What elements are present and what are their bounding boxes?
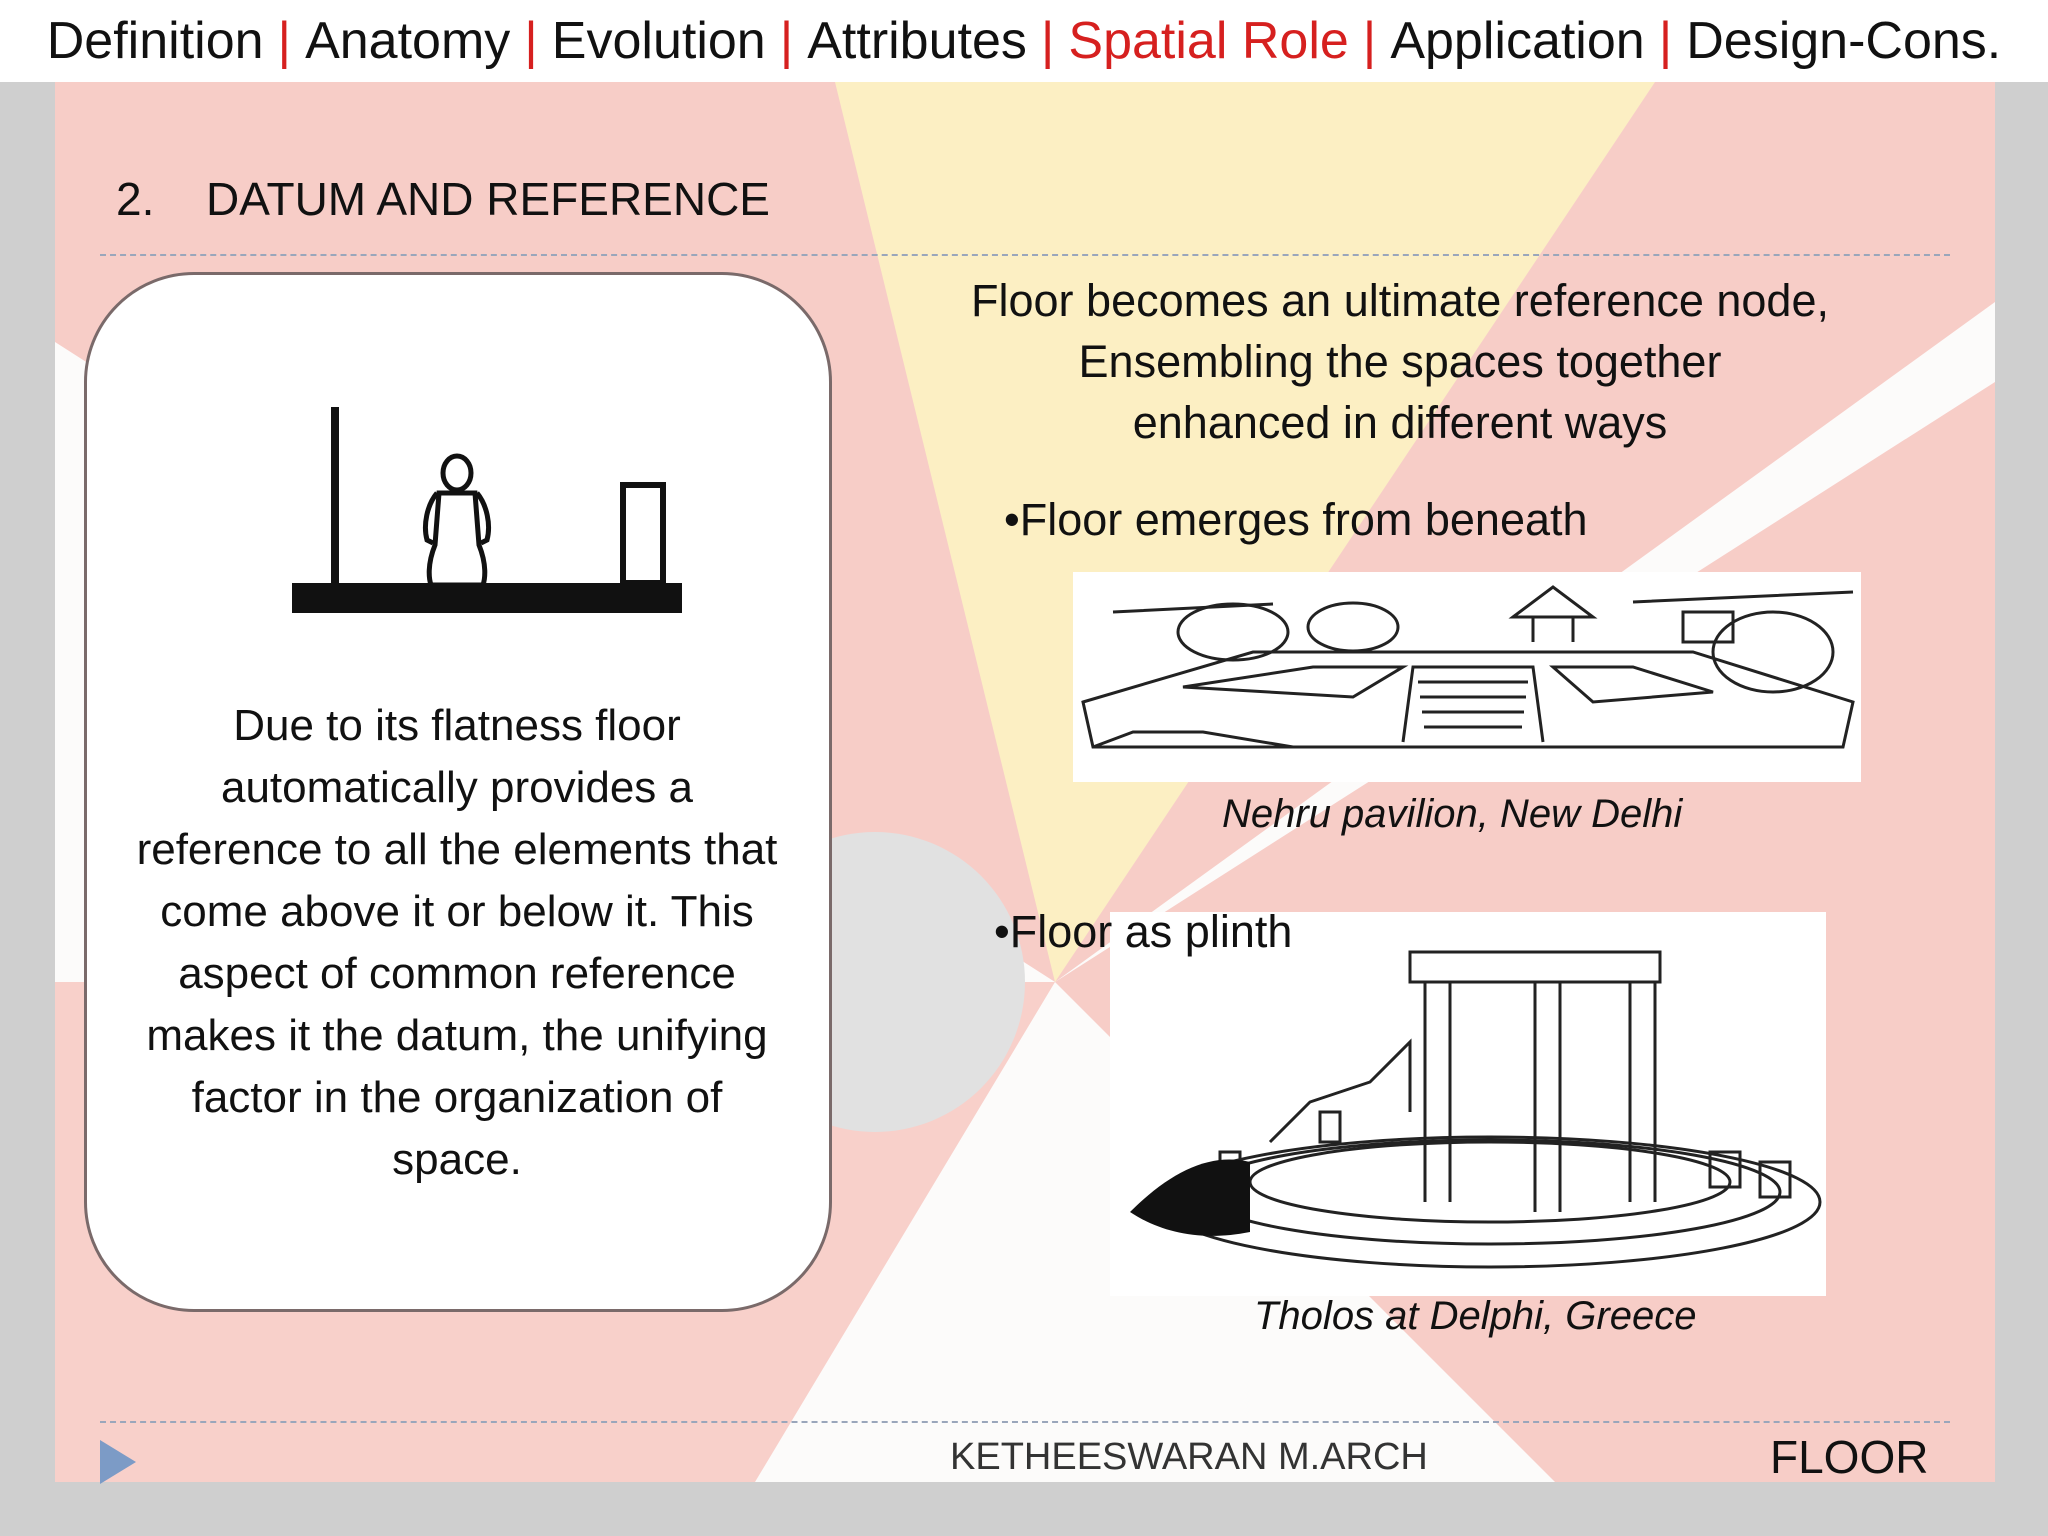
tholos-illustration — [1130, 950, 1822, 1269]
play-triangle-icon[interactable] — [100, 1440, 136, 1484]
intro-text: Floor becomes an ultimate reference node… — [900, 270, 1900, 453]
nav-item-evolution[interactable]: Evolution — [551, 12, 766, 70]
caption-tholos-delphi: Tholos at Delphi, Greece — [1254, 1294, 1697, 1338]
nehru-pavilion-sketch — [1073, 572, 1861, 782]
nav-item-application[interactable]: Application — [1390, 12, 1645, 70]
nav-separator: | — [1362, 12, 1377, 70]
intro-line-3: enhanced in different ways — [1132, 397, 1668, 448]
section-title: DATUM AND REFERENCE — [206, 173, 770, 225]
nav-item-attributes[interactable]: Attributes — [807, 12, 1027, 70]
nav-separator: | — [1040, 12, 1055, 70]
nav-item-definition[interactable]: Definition — [46, 12, 264, 70]
nav-item-design-cons[interactable]: Design-Cons. — [1686, 12, 2002, 70]
intro-line-2: Ensembling the spaces together — [1078, 336, 1722, 387]
nav-separator: | — [779, 12, 794, 70]
divider-bottom — [100, 1421, 1950, 1423]
nav-separator: | — [1658, 12, 1673, 70]
footer-topic: FLOOR — [1770, 1431, 1929, 1483]
datum-card: Due to its flatness floor automatically … — [84, 272, 832, 1312]
nav-separator: | — [277, 12, 292, 70]
intro-line-1: Floor becomes an ultimate reference node… — [971, 275, 1829, 326]
datum-description: Due to its flatness floor automatically … — [136, 701, 778, 1184]
section-number: 2. — [116, 173, 155, 225]
bullet-floor-emerges: •Floor emerges from beneath — [1004, 494, 1588, 545]
top-navigation: Definition | Anatomy | Evolution | Attri… — [0, 0, 2048, 82]
divider-top — [100, 254, 1950, 256]
nav-item-anatomy[interactable]: Anatomy — [305, 12, 511, 70]
footer-author: KETHEESWARAN M.ARCH — [950, 1436, 1428, 1478]
datum-diagram — [292, 407, 682, 613]
caption-nehru-pavilion: Nehru pavilion, New Delhi — [1222, 792, 1683, 836]
nav-item-spatial-role[interactable]: Spatial Role — [1068, 12, 1349, 70]
bullet-floor-as-plinth: •Floor as plinth — [994, 906, 1293, 957]
nav-separator: | — [524, 12, 538, 70]
nehru-pavilion-illustration — [1081, 585, 1855, 749]
tholos-delphi-sketch — [1110, 912, 1826, 1296]
section-heading: 2. DATUM AND REFERENCE — [116, 172, 770, 226]
